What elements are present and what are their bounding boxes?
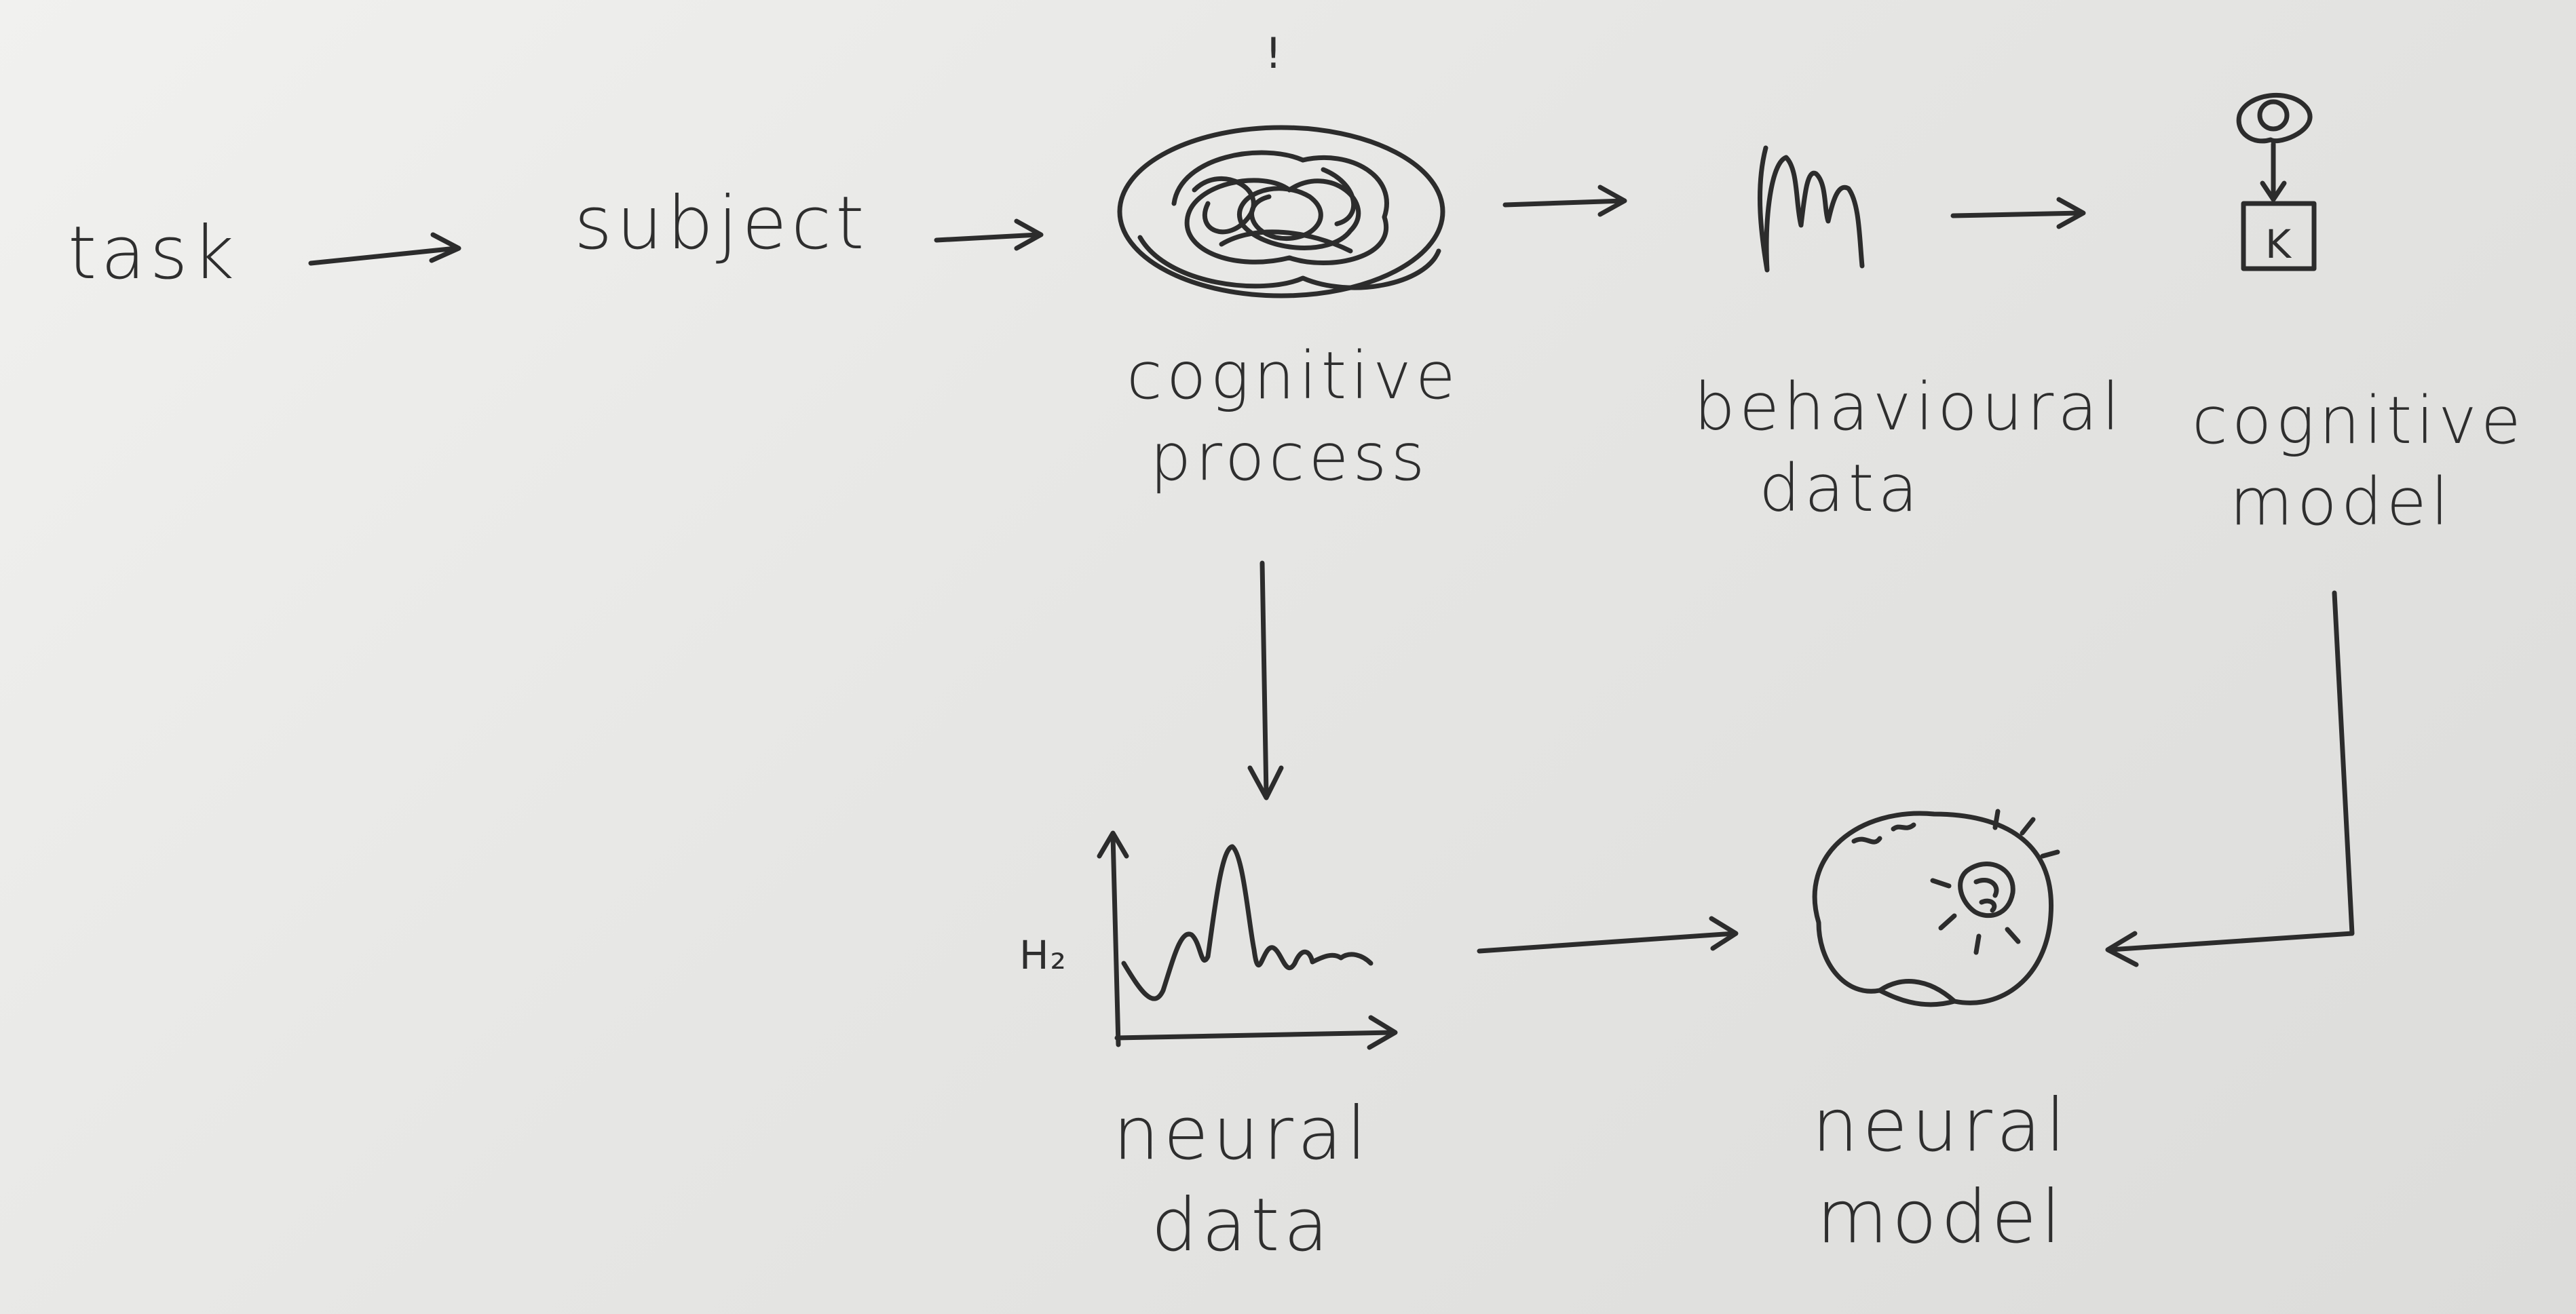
arrow-cognitive-process-behavioural-data [1502,185,1627,217]
node-neural-data-line1: neural [1113,1091,1371,1176]
node-neural-model-line2: model [1816,1175,2066,1260]
cognitive-process-scribble-icon [1117,125,1445,298]
node-behavioural-data-line1: behavioural [1694,369,2124,445]
behavioural-data-squiggle-icon [1758,145,1865,273]
node-cognitive-model-line1: cognitive [2192,383,2525,459]
cognitive-model-icon [2236,92,2317,271]
arrow-cognitive-model-neural-model [2105,590,2355,967]
node-neural-data-line2: data [1151,1183,1333,1268]
node-cognitive-process-line2: process [1150,419,1429,495]
arrow-neural-data-neural-model [1477,916,1739,954]
node-cognitive-model: cognitive model [2192,380,2525,543]
node-cognitive-process: cognitive process [1126,335,1460,498]
cognitive-process-mark: ! [1265,28,1286,78]
neural-model-brain-icon [1812,809,2060,1007]
node-behavioural-data-line2: data [1759,450,1922,526]
node-cognitive-process-line1: cognitive [1126,338,1460,414]
cognitive-model-box-label: K [2265,221,2293,267]
arrow-behavioural-data-cognitive-model [1950,197,2086,229]
neural-data-plot-icon [1097,830,1398,1050]
node-subject: subject [574,181,869,266]
arrow-cognitive-process-neural-data [1247,560,1284,800]
node-task: task [68,211,239,296]
node-behavioural-data: behavioural data [1694,366,2124,529]
node-neural-model: neural model [1792,1080,2090,1263]
arrow-subject-cognitive-process [934,218,1044,251]
arrow-task-subject [308,232,461,266]
node-neural-data: neural data [1099,1088,1384,1271]
node-cognitive-model-line2: model [2229,464,2453,540]
neural-data-axis-label: H₂ [1019,932,1067,978]
node-neural-model-line1: neural [1812,1083,2070,1168]
